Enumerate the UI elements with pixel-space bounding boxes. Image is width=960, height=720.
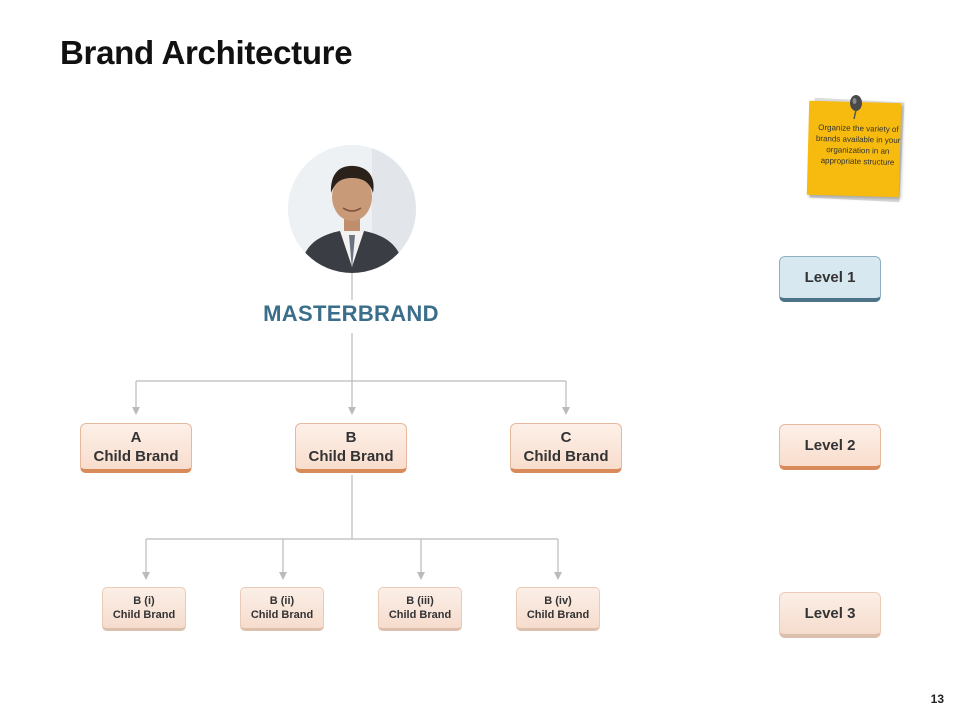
child-brand-a-box: A Child Brand (80, 423, 192, 473)
child-brand-b-ii-box: B (ii) Child Brand (240, 587, 324, 631)
child-brand-label: Child Brand (308, 447, 394, 465)
child-brand-b-box: B Child Brand (295, 423, 407, 473)
page-title: Brand Architecture (60, 34, 353, 71)
level-1-badge: Level 1 (779, 256, 881, 302)
level-3-badge: Level 3 (779, 592, 881, 638)
pushpin-icon (850, 95, 862, 120)
child-brand-label: Child Brand (112, 609, 176, 621)
masterbrand-label: MASTERBRAND (263, 301, 439, 326)
child-brand-letter: C (560, 428, 572, 446)
child-brand-label: Child Brand (523, 447, 609, 465)
child-brand-b-iv-box: B (iv) Child Brand (516, 587, 600, 631)
child-brand-letter: B (iv) (544, 595, 572, 607)
child-brand-label: Child Brand (250, 609, 314, 621)
child-brand-label: Child Brand (526, 609, 590, 621)
child-brand-c-box: C Child Brand (510, 423, 622, 473)
child-brand-letter: B (ii) (269, 595, 295, 607)
child-brand-letter: B (i) (133, 595, 155, 607)
child-brand-b-i-box: B (i) Child Brand (102, 587, 186, 631)
child-brand-label: Child Brand (388, 609, 452, 621)
level-2-badge: Level 2 (779, 424, 881, 470)
child-brand-letter: B (345, 428, 357, 446)
sticky-note-text: Organize the variety of brands available… (815, 122, 901, 167)
page-number: 13 (930, 692, 944, 706)
sticky-note: Organize the variety of brands available… (800, 92, 910, 208)
masterbrand-avatar (288, 145, 416, 273)
child-brand-letter: A (130, 428, 142, 446)
child-brand-b-iii-box: B (iii) Child Brand (378, 587, 462, 631)
child-brand-letter: B (iii) (406, 595, 434, 607)
child-brand-label: Child Brand (93, 447, 179, 465)
